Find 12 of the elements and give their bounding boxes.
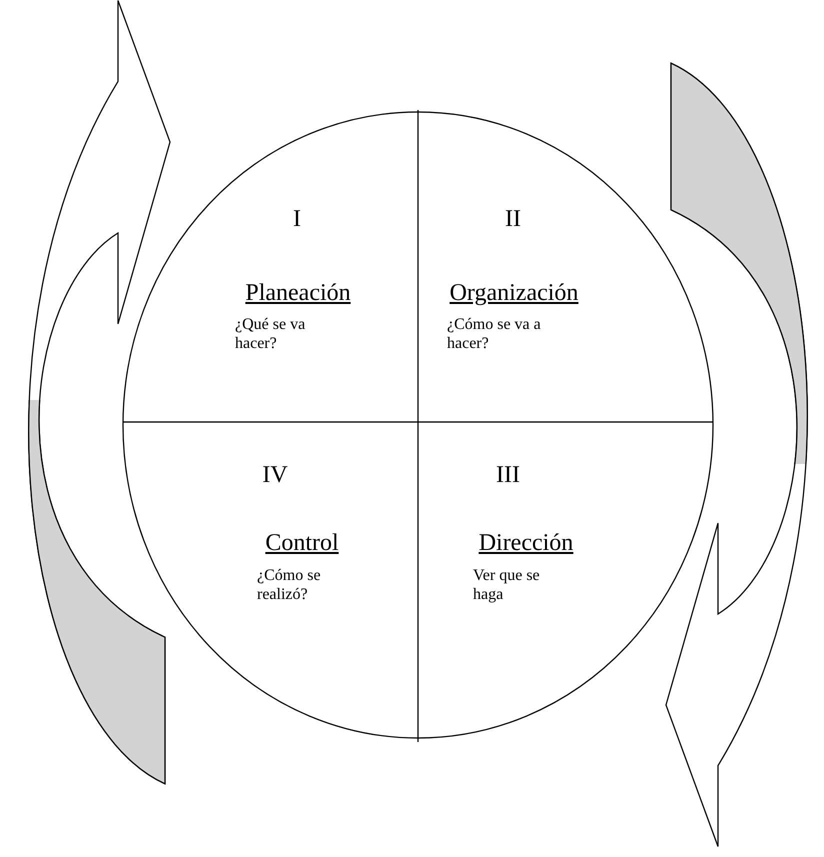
roman-numeral: IV bbox=[262, 462, 288, 489]
section-question: ¿Qué se va hacer? bbox=[235, 315, 306, 353]
section-question: Ver que se haga bbox=[473, 566, 541, 604]
section-title: Control bbox=[265, 530, 339, 557]
section-title: Organización bbox=[450, 280, 578, 307]
section-title: Planeación bbox=[245, 280, 351, 307]
roman-numeral: III bbox=[496, 462, 520, 489]
section-question: ¿Cómo se realizó? bbox=[257, 566, 322, 604]
section-question: ¿Cómo se va a hacer? bbox=[447, 315, 542, 353]
section-title: Dirección bbox=[478, 530, 574, 557]
roman-numeral: I bbox=[293, 206, 301, 233]
roman-numeral: II bbox=[505, 206, 521, 233]
